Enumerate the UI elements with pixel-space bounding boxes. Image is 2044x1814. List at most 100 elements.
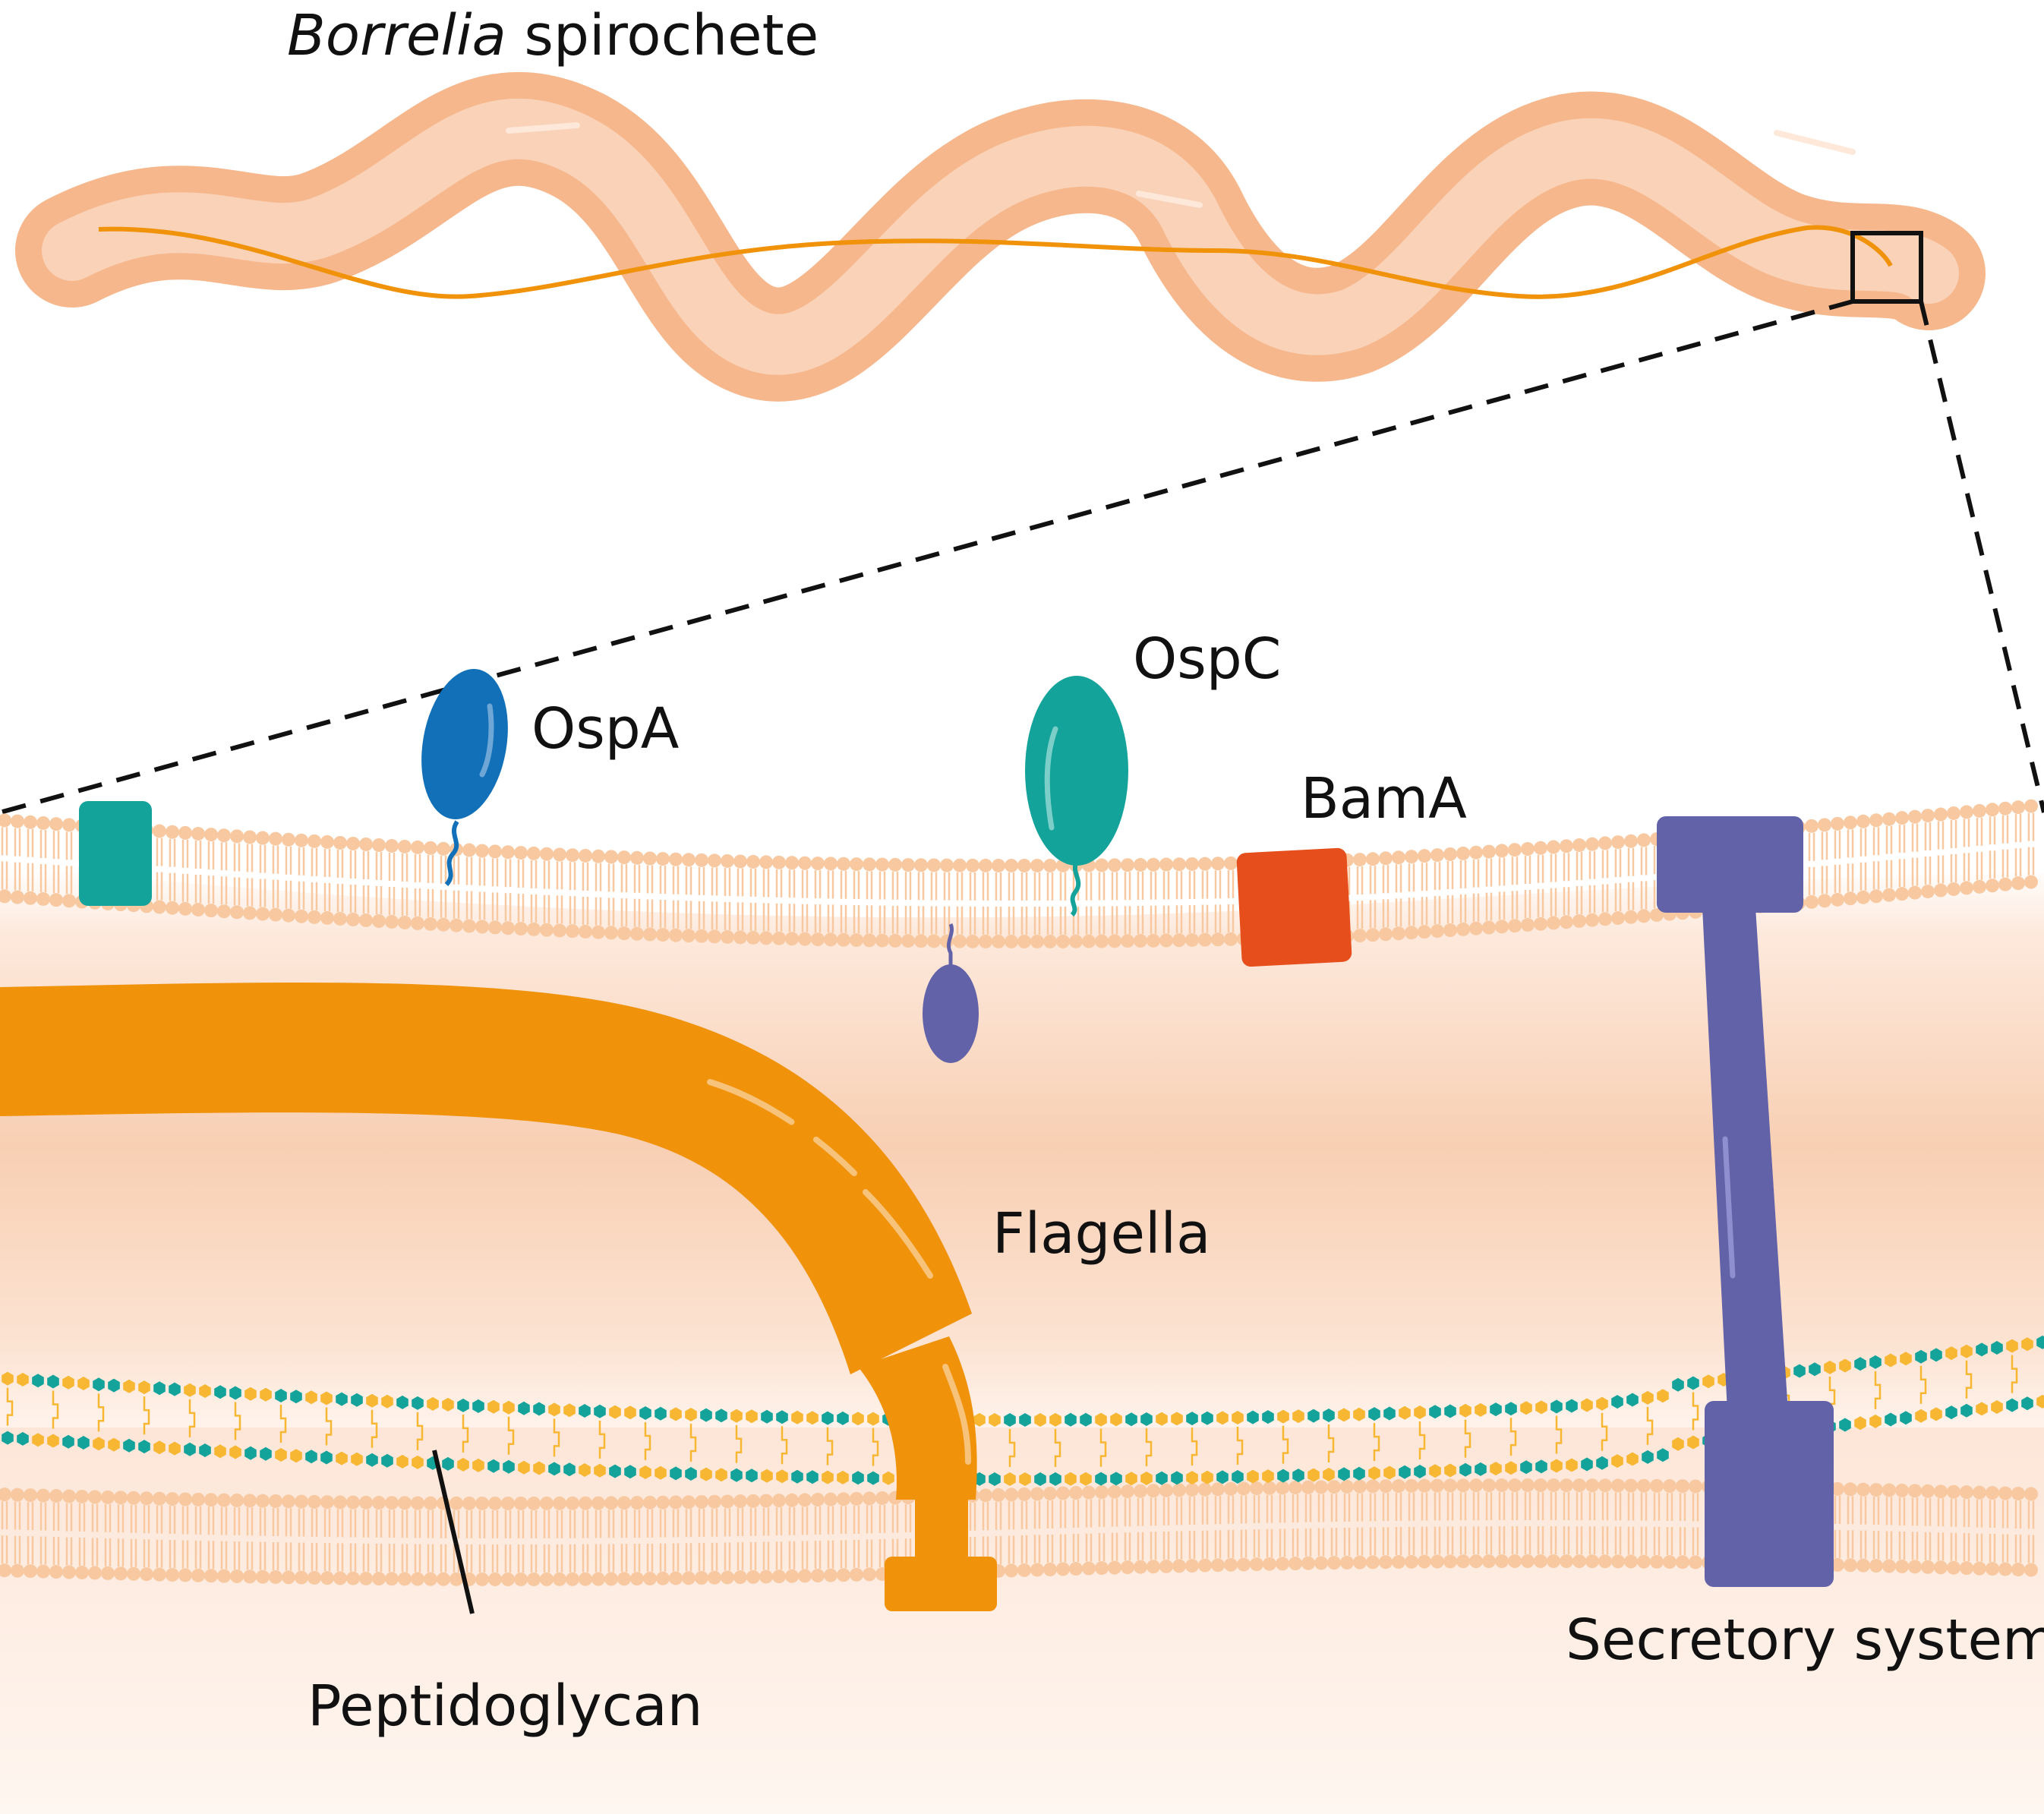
lipid-head bbox=[204, 1569, 218, 1583]
pg-sugar bbox=[1232, 1411, 1244, 1424]
pg-sugar bbox=[776, 1410, 788, 1424]
lipid-head bbox=[1237, 1557, 1251, 1572]
pg-sugar bbox=[1976, 1402, 1988, 1416]
lipid-head bbox=[1947, 1484, 1960, 1499]
lipid-head bbox=[320, 834, 334, 849]
lipid-head bbox=[114, 1491, 128, 1505]
pg-sugar bbox=[1140, 1472, 1153, 1485]
pg-sugar bbox=[639, 1406, 651, 1420]
lipid-head bbox=[359, 1495, 373, 1510]
lipid-head bbox=[1908, 809, 1922, 824]
pg-sugar bbox=[1216, 1470, 1229, 1484]
pg-sugar bbox=[791, 1410, 803, 1424]
lipid-head bbox=[1224, 1557, 1238, 1572]
pg-sugar bbox=[1277, 1469, 1289, 1483]
lipid-head bbox=[1224, 932, 1238, 946]
lipid-head bbox=[1469, 845, 1483, 860]
lipid-head bbox=[398, 915, 412, 929]
pg-sugar bbox=[1399, 1465, 1411, 1479]
lipid-head bbox=[1611, 835, 1625, 850]
lipid-head bbox=[1495, 844, 1509, 858]
pg-sugar bbox=[1475, 1402, 1487, 1417]
lipid-head bbox=[1973, 803, 1986, 818]
lipid-head bbox=[1547, 1478, 1560, 1493]
lipid-head bbox=[1869, 889, 1883, 904]
pg-sugar bbox=[1019, 1472, 1031, 1486]
lipid-head bbox=[1585, 1554, 1599, 1569]
lipid-head bbox=[656, 1495, 670, 1510]
lipid-head bbox=[1844, 1482, 1857, 1497]
lipid-head bbox=[1366, 852, 1380, 866]
pg-sugar bbox=[1824, 1360, 1836, 1374]
lipid-head bbox=[243, 1494, 257, 1508]
pg-sugar bbox=[351, 1393, 363, 1407]
lipid-head bbox=[1882, 888, 1896, 902]
lipid-head bbox=[1134, 858, 1147, 872]
pg-sugar bbox=[1672, 1377, 1684, 1392]
ospc-protein bbox=[1025, 676, 1128, 917]
lipid-head bbox=[1934, 807, 1948, 822]
lipid-head bbox=[1134, 1560, 1147, 1574]
pg-sugar bbox=[108, 1437, 120, 1452]
pg-sugar bbox=[1429, 1464, 1441, 1478]
pg-sugar bbox=[17, 1431, 29, 1446]
lipid-head bbox=[1379, 927, 1393, 942]
lipid-head bbox=[333, 911, 347, 926]
pg-sugar bbox=[1642, 1450, 1654, 1464]
lipid-head bbox=[462, 919, 476, 933]
lipid-head bbox=[656, 928, 670, 942]
lipid-head bbox=[1560, 915, 1573, 929]
lipid-head bbox=[850, 857, 863, 872]
lipid-head bbox=[643, 1495, 657, 1510]
pg-sugar bbox=[381, 1394, 393, 1409]
lipid-head bbox=[1572, 1478, 1586, 1493]
lipid-head bbox=[669, 852, 683, 866]
lipid-head bbox=[178, 901, 192, 916]
lipid-head bbox=[591, 925, 605, 939]
pg-sugar bbox=[1809, 1362, 1821, 1377]
lipid-head bbox=[462, 843, 476, 857]
pg-sugar bbox=[1186, 1412, 1198, 1426]
lipid-head bbox=[540, 847, 554, 861]
lipid-head bbox=[746, 854, 760, 869]
lipid-head bbox=[656, 1571, 670, 1585]
pg-sugar bbox=[1186, 1471, 1198, 1485]
pg-sugar bbox=[1976, 1342, 1988, 1357]
lipid-head bbox=[1547, 1554, 1560, 1569]
lipid-head bbox=[153, 1491, 166, 1506]
lipid-head bbox=[88, 1490, 102, 1504]
lipid-head bbox=[295, 1494, 308, 1509]
lipid-head bbox=[230, 1493, 244, 1507]
lipid-head bbox=[282, 832, 295, 847]
lipid-head bbox=[604, 1496, 618, 1510]
lipid-head bbox=[553, 847, 566, 862]
lipid-head bbox=[385, 914, 399, 929]
lipid-head bbox=[1456, 846, 1470, 860]
pg-sugar bbox=[32, 1433, 44, 1447]
lipid-head bbox=[1198, 1482, 1212, 1497]
lipid-head bbox=[798, 1493, 812, 1507]
secretory-system bbox=[1657, 816, 1834, 1587]
pg-sugar bbox=[1611, 1395, 1623, 1409]
lipid-head bbox=[1301, 1556, 1315, 1570]
lipid-head bbox=[385, 838, 399, 853]
pg-sugar bbox=[320, 1450, 333, 1465]
lipid-head bbox=[1211, 1482, 1225, 1497]
lipid-head bbox=[1663, 1555, 1677, 1570]
lipid-head bbox=[1327, 1480, 1341, 1494]
lipid-head bbox=[566, 1496, 579, 1510]
lipid-head bbox=[1650, 1554, 1664, 1569]
pg-sugar bbox=[336, 1392, 348, 1406]
pg-sugar bbox=[1095, 1472, 1107, 1486]
lipid-head bbox=[579, 924, 592, 939]
lipid-head bbox=[875, 933, 889, 948]
lipid-head bbox=[759, 931, 773, 945]
pg-sugar bbox=[184, 1442, 196, 1456]
pg-sugar bbox=[1930, 1348, 1942, 1362]
spirochete-body-inner bbox=[42, 98, 1959, 375]
lipid-head bbox=[863, 1491, 876, 1506]
lipid-head bbox=[1521, 1478, 1535, 1493]
lipid-head bbox=[979, 934, 992, 948]
lipid-head bbox=[346, 836, 360, 850]
pg-sugar bbox=[1581, 1398, 1593, 1412]
